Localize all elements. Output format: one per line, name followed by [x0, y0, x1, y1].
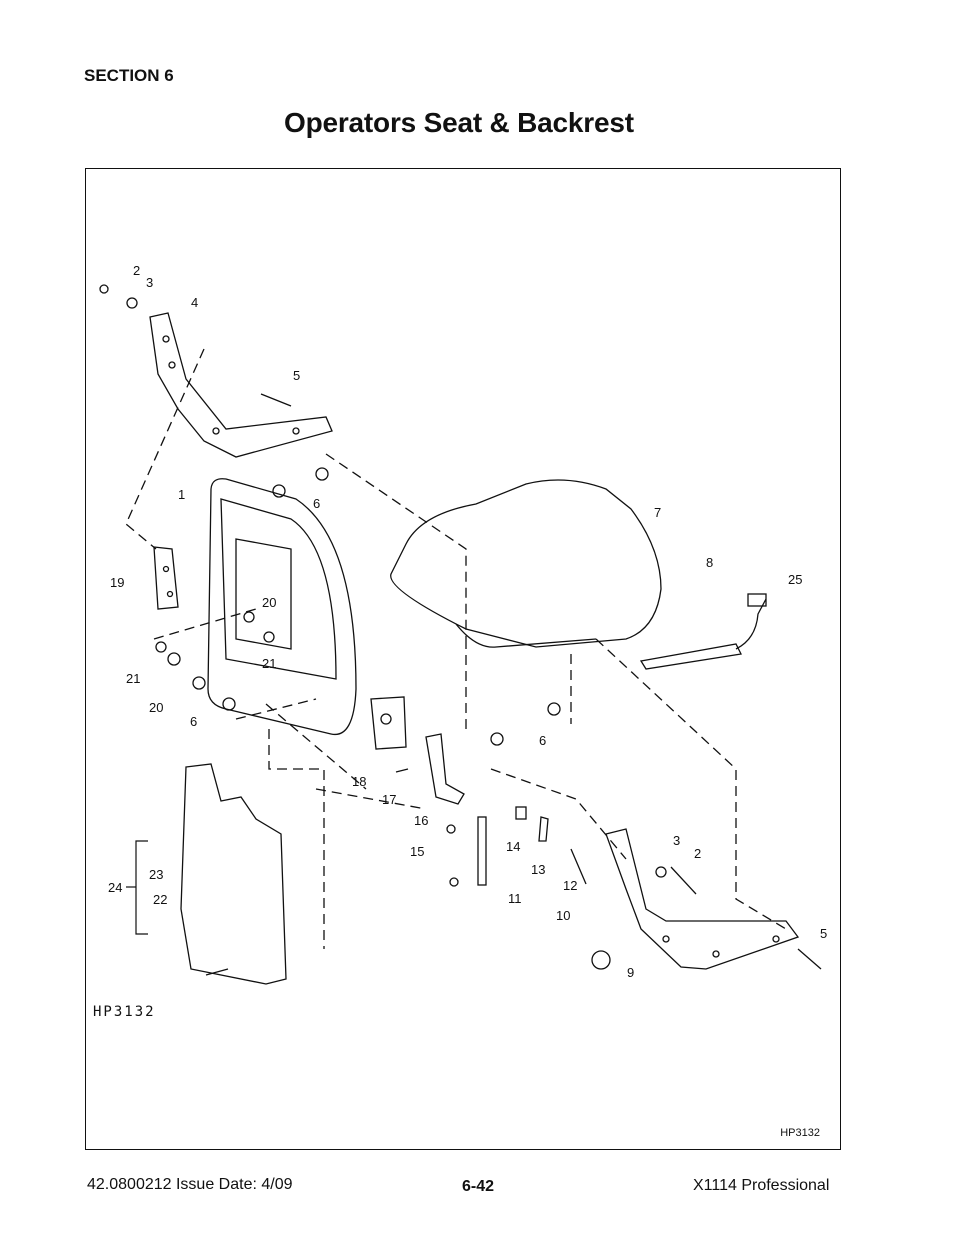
svg-text:18: 18 — [352, 774, 366, 789]
part-18-plate — [370, 696, 407, 750]
part-25-connector — [735, 598, 767, 650]
part-7-seat — [390, 479, 662, 648]
svg-text:20: 20 — [262, 595, 276, 610]
svg-text:8: 8 — [706, 555, 713, 570]
svg-text:5: 5 — [820, 926, 827, 941]
svg-text:9: 9 — [627, 965, 634, 980]
svg-text:6: 6 — [539, 733, 546, 748]
svg-text:6: 6 — [313, 496, 320, 511]
figure-ref-code-left: HP3132 — [93, 1004, 156, 1020]
footer-model: X1114 Professional — [693, 1177, 830, 1194]
part-23-cover — [180, 763, 287, 985]
svg-text:10: 10 — [556, 908, 570, 923]
exploded-parts-diagram: 2 3 4 5 1 6 7 8 25 19 20 21 21 20 6 6 18… — [99, 263, 827, 985]
page-title: Operators Seat & Backrest — [284, 107, 634, 138]
svg-text:2: 2 — [694, 846, 701, 861]
parts-diagram-frame: 2 3 4 5 1 6 7 8 25 19 20 21 21 20 6 6 18… — [85, 168, 841, 1150]
svg-text:21: 21 — [262, 656, 276, 671]
svg-text:21: 21 — [126, 671, 140, 686]
svg-text:23: 23 — [149, 867, 163, 882]
part-4-bracket — [149, 312, 333, 458]
part-19-plate — [153, 546, 179, 610]
part-9-knob — [591, 950, 611, 970]
part-11-strap — [477, 816, 487, 886]
svg-text:20: 20 — [149, 700, 163, 715]
svg-text:19: 19 — [110, 575, 124, 590]
svg-text:2: 2 — [133, 263, 140, 278]
section-label: SECTION 6 — [84, 66, 174, 85]
part-10-bracket — [605, 828, 800, 970]
svg-text:24: 24 — [108, 880, 122, 895]
svg-text:16: 16 — [414, 813, 428, 828]
part-1-backrest — [207, 478, 357, 736]
svg-text:1: 1 — [178, 487, 185, 502]
svg-text:6: 6 — [190, 714, 197, 729]
figure-ref-code: HP3132 — [780, 1127, 820, 1139]
svg-text:22: 22 — [153, 892, 167, 907]
assembly-guide-lines — [125, 348, 787, 949]
svg-text:7: 7 — [654, 505, 661, 520]
svg-text:4: 4 — [191, 295, 198, 310]
svg-text:15: 15 — [410, 844, 424, 859]
footer-page-number: 6-42 — [462, 1178, 495, 1195]
svg-text:25: 25 — [788, 572, 802, 587]
callout-labels: 2 3 4 5 1 6 7 8 25 19 20 21 21 20 6 6 18… — [108, 263, 827, 980]
svg-text:17: 17 — [382, 792, 396, 807]
svg-text:14: 14 — [506, 839, 520, 854]
svg-text:12: 12 — [563, 878, 577, 893]
part-16-bracket — [425, 733, 465, 805]
svg-text:5: 5 — [293, 368, 300, 383]
svg-text:3: 3 — [146, 275, 153, 290]
fasteners — [99, 284, 822, 976]
svg-text:11: 11 — [508, 891, 522, 906]
svg-text:3: 3 — [673, 833, 680, 848]
footer-doc-number: 42.0800212 Issue Date: 4/09 — [87, 1176, 293, 1193]
svg-text:13: 13 — [531, 862, 545, 877]
part-8-lever — [639, 643, 742, 670]
